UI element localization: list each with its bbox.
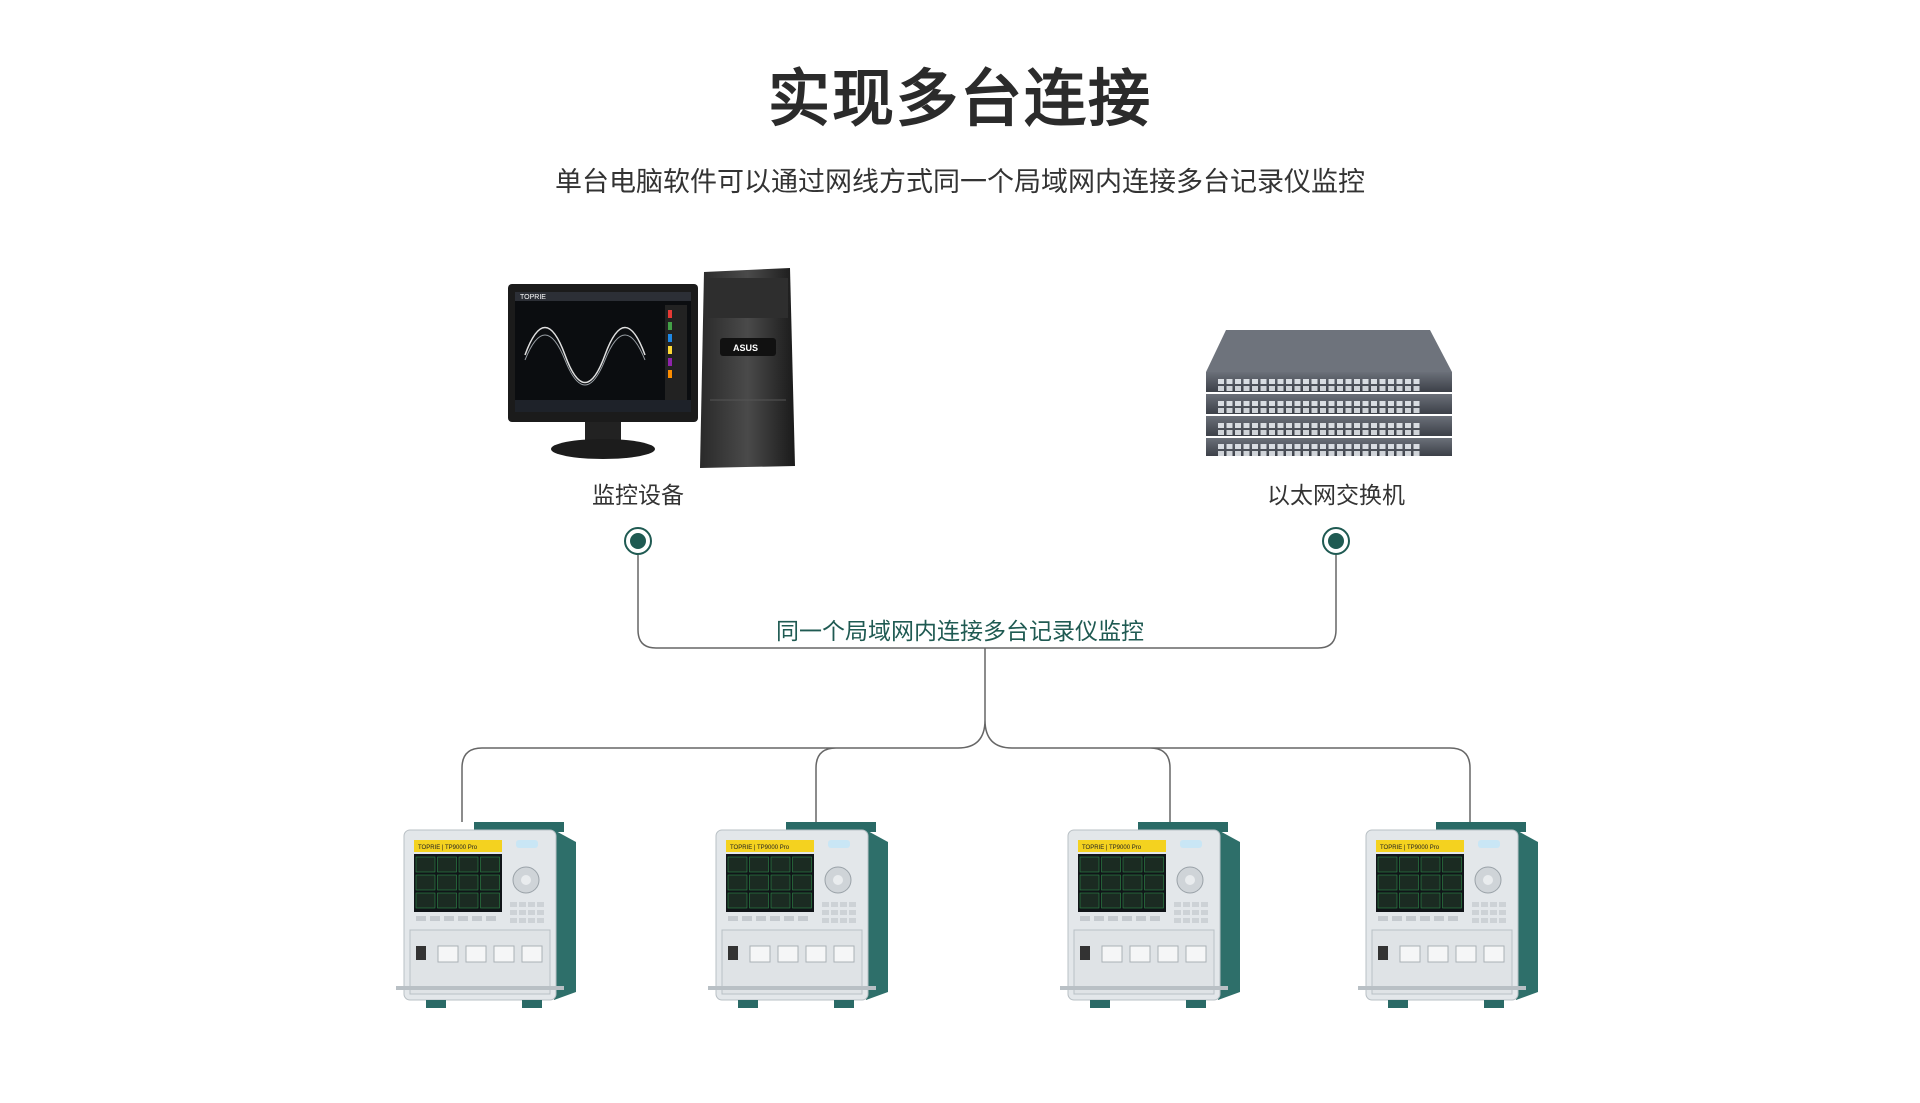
data-recorder: TOPRIE | TP9000 Pro <box>708 822 888 1008</box>
monitor-brand-text: TOPRIE <box>520 294 546 301</box>
page-subtitle: 单台电脑软件可以通过网线方式同一个局域网内连接多台记录仪监控 <box>555 167 1365 198</box>
link-line-branches <box>461 747 1471 822</box>
recorder-panel-label: TOPRIE | TP9000 Pro <box>1082 845 1142 851</box>
label-ethernet-switch: 以太网交换机 <box>1267 483 1405 509</box>
recorder-panel-label: TOPRIE | TP9000 Pro <box>418 845 478 851</box>
connector-dot-switch <box>1322 527 1350 555</box>
data-recorder: TOPRIE | TP9000 Pro <box>1060 822 1240 1008</box>
page-title: 实现多台连接 <box>767 62 1152 135</box>
switch-ports <box>1218 379 1420 456</box>
recorder-panel-label: TOPRIE | TP9000 Pro <box>1380 845 1440 851</box>
lcd-monitor: TOPRIE <box>508 284 698 459</box>
data-recorder: TOPRIE | TP9000 Pro <box>1358 822 1538 1008</box>
link-label: 同一个局域网内连接多台记录仪监控 <box>776 619 1144 645</box>
link-line-trunk <box>957 648 1013 749</box>
connector-dot-monitor <box>624 527 652 555</box>
pc-tower: ASUS <box>700 268 795 468</box>
data-recorder: TOPRIE | TP9000 Pro <box>396 822 576 1008</box>
recorder-panel-label: TOPRIE | TP9000 Pro <box>730 845 790 851</box>
label-monitoring-device: 监控设备 <box>592 483 684 509</box>
tower-brand-text: ASUS <box>733 343 758 353</box>
link-line-top <box>637 555 1337 649</box>
